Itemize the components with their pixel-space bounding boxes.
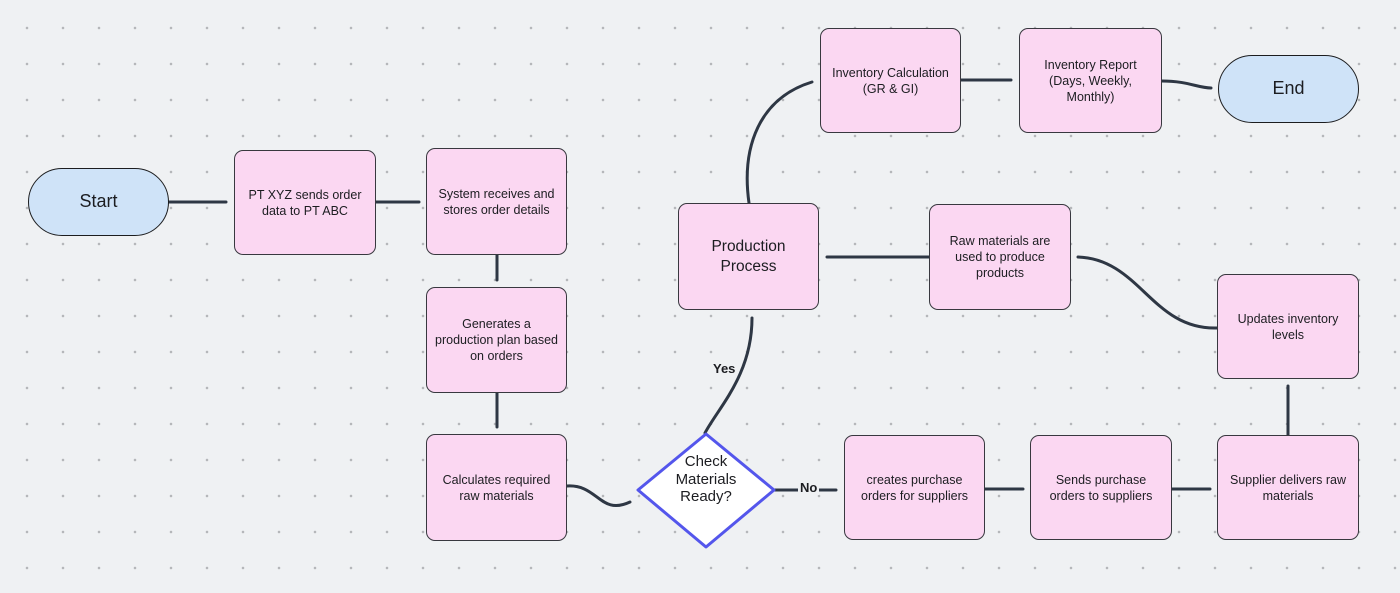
node-updates-inventory-levels: Updates inventory levels (1217, 274, 1359, 379)
edge-label-no: No (798, 480, 820, 495)
node-raw-materials-used: Raw materials are used to produce produc… (929, 204, 1071, 310)
node-production-process: Production Process (678, 203, 819, 310)
node-supplier-delivers: Supplier delivers raw materials (1217, 435, 1359, 540)
edge-production-to-inventory-calc (745, 80, 814, 205)
edge-label-yes: Yes (711, 361, 738, 376)
node-inventory-calculation: Inventory Calculation (GR & GI) (820, 28, 961, 133)
edge-inventory-report-to-end (1160, 79, 1213, 90)
node-generates-production-plan: Generates a production plan based on ord… (426, 287, 567, 393)
node-pt-xyz-sends-order: PT XYZ sends order data to PT ABC (234, 150, 376, 255)
node-inventory-report: Inventory Report (Days, Weekly, Monthly) (1019, 28, 1162, 133)
node-system-receives-order: System receives and stores order details (426, 148, 567, 255)
node-check-materials-ready-shape (636, 432, 776, 549)
edge-updates-inventory-to-raw-used (1076, 255, 1219, 330)
node-check-materials-ready-label: Check Materials Ready? (675, 453, 737, 506)
node-start: Start (28, 168, 169, 236)
node-calculates-raw-materials: Calculates required raw materials (426, 434, 567, 541)
node-end: End (1218, 55, 1359, 123)
node-creates-purchase-orders: creates purchase orders for suppliers (844, 435, 985, 540)
node-sends-purchase-orders: Sends purchase orders to suppliers (1030, 435, 1172, 540)
edge-check-yes-to-production (703, 316, 754, 435)
edge-calc-materials-to-check (565, 484, 632, 508)
